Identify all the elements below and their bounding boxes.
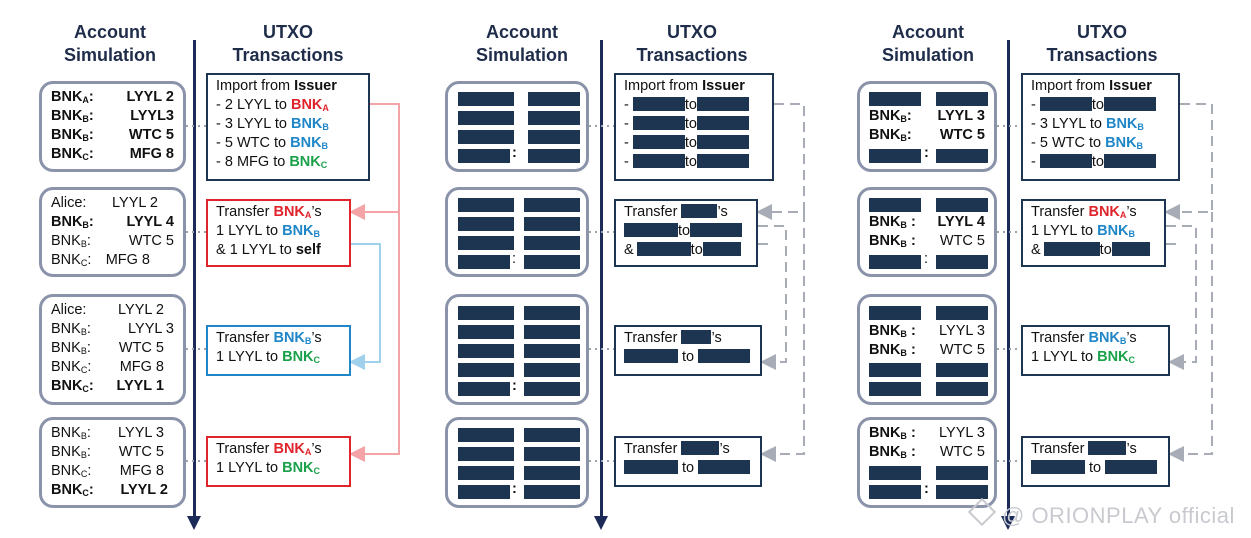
account-row: BNKC:LYYL 2 — [51, 482, 168, 498]
timeline-arrow-1 — [187, 40, 201, 530]
account-row: BNKA:LYYL 2 — [51, 89, 174, 105]
account-row: BNKC:LYYL 1 — [51, 378, 164, 394]
tx-transfer-1-2: Transfer BNKA’s 1 LYYL to BNKB & 1 LYYL … — [206, 199, 351, 267]
account-row: BNKB :WTC 5 — [869, 342, 985, 358]
account-row: BNKB :LYYL 3 — [869, 323, 985, 339]
account-box-3-2: BNKB :LYYL 4 BNKB :WTC 5 : — [857, 187, 997, 277]
tx-transfer-1-3: Transfer BNKB’s 1 LYYL to BNKC — [206, 325, 351, 376]
watermark: @ ORIONPLAY official — [967, 497, 1235, 529]
account-box-1-4: BNKB:LYYL 3 BNKB:WTC 5 BNKC:MFG 8 BNKC:L… — [39, 417, 186, 508]
account-box-1-1: BNKA:LYYL 2 BNKB:LYYL3 BNKB:WTC 5 BNKC:M… — [39, 81, 186, 172]
account-box-2-4: : — [445, 417, 589, 508]
account-row: BNKB:LYYL3 — [51, 108, 174, 124]
account-row: BNKB:WTC 5 — [869, 127, 985, 143]
tx-transfer-2-3: Transfer ’s to — [614, 325, 762, 376]
account-row: BNKB:LYYL 3 — [51, 425, 164, 441]
account-row: Alice:LYYL 2 — [51, 302, 164, 318]
tx-transfer-3-3: Transfer BNKB’s 1 LYYL to BNKC — [1021, 325, 1170, 376]
tx-transfer-1-4: Transfer BNKA’s 1 LYYL to BNKC — [206, 436, 351, 487]
account-row: BNKB :LYYL 3 — [869, 425, 985, 441]
account-row: BNKB:WTC 5 — [51, 340, 164, 356]
account-box-2-2: : — [445, 187, 589, 277]
tx-transfer-3-4: Transfer ’s to — [1021, 436, 1170, 487]
tx-transfer-3-2: Transfer BNKA’s 1 LYYL to BNKB &to — [1021, 199, 1166, 267]
account-row: BNKB:LYYL 3 — [51, 321, 174, 337]
account-box-3-1: BNKB:LYYL 3 BNKB:WTC 5 : — [857, 81, 997, 172]
account-row: BNKC:MFG 8 — [51, 359, 164, 375]
account-row: BNKB :WTC 5 — [869, 233, 985, 249]
account-box-3-3: BNKB :LYYL 3 BNKB :WTC 5 — [857, 294, 997, 405]
account-row: BNKC:MFG 8 — [51, 252, 150, 268]
timeline-arrow-2 — [594, 40, 608, 530]
account-box-1-2: Alice:LYYL 2 BNKB:LYYL 4 BNKB:WTC 5 BNKC… — [39, 187, 186, 277]
account-row: BNKB:LYYL 3 — [869, 108, 985, 124]
account-box-1-3: Alice:LYYL 2 BNKB:LYYL 3 BNKB:WTC 5 BNKC… — [39, 294, 186, 405]
tx-import-issuer-3: Import from Issuer - to - 3 LYYL to BNKB… — [1021, 73, 1180, 181]
tx-transfer-2-4: Transfer ’s to — [614, 436, 762, 487]
tx-transfer-2-2: Transfer ’s to &to — [614, 199, 758, 267]
account-row: BNKB :LYYL 4 — [869, 214, 985, 230]
account-row: BNKB:LYYL 4 — [51, 214, 174, 230]
account-row: BNKB:WTC 5 — [51, 233, 174, 249]
account-row: BNKB :WTC 5 — [869, 444, 985, 460]
account-row: Alice:LYYL 2 — [51, 195, 158, 211]
account-row: BNKC:MFG 8 — [51, 146, 174, 162]
account-box-2-1: : — [445, 81, 589, 172]
account-row: BNKB:WTC 5 — [51, 444, 164, 460]
account-box-2-3: : — [445, 294, 589, 405]
account-row: BNKB:WTC 5 — [51, 127, 174, 143]
account-row: BNKC:MFG 8 — [51, 463, 164, 479]
account-box-3-4: BNKB :LYYL 3 BNKB :WTC 5 : — [857, 417, 997, 508]
timeline-arrow-3 — [1001, 40, 1015, 530]
watermark-logo-icon — [967, 497, 997, 527]
tx-import-issuer-1: Import from Issuer - 2 LYYL to BNKA - 3 … — [206, 73, 370, 181]
tx-import-issuer-2: Import from Issuer - to - to - to - to — [614, 73, 774, 181]
